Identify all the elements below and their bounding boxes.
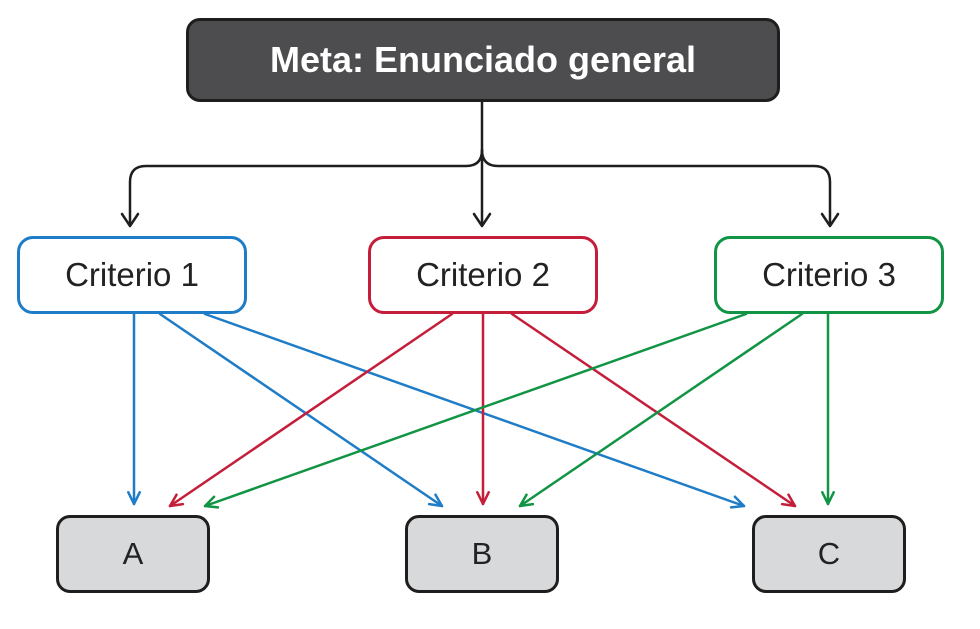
alternative-label: C bbox=[817, 536, 841, 571]
alternative-label: A bbox=[122, 536, 144, 571]
arrow-criterio-1-to-b bbox=[158, 312, 444, 508]
arrow-criterio-3-to-b bbox=[518, 312, 804, 508]
arrowhead-criterio-3-to-a bbox=[203, 495, 220, 509]
goal-stem-line bbox=[128, 100, 484, 226]
arrowhead-criterio-1-to-a bbox=[127, 491, 141, 506]
arrowhead-criterio-2-to-a bbox=[168, 493, 185, 508]
arrow-criterio-3-to-a bbox=[203, 312, 748, 508]
arrowhead-criterio-2-to-c bbox=[780, 493, 797, 508]
goal-to-criteria-connector bbox=[120, 100, 840, 228]
alternative-box-a: A bbox=[56, 515, 210, 593]
criterion-label: Criterio 3 bbox=[762, 256, 896, 293]
arrow-criterio-2-to-a bbox=[168, 312, 454, 508]
arrowhead-criterio-3-to-c bbox=[821, 491, 835, 506]
arrowhead-criterio-2 bbox=[472, 212, 492, 228]
criterion-label: Criterio 1 bbox=[65, 256, 199, 293]
goal-branch-line bbox=[480, 148, 832, 226]
criterion-box-1: Criterio 1 bbox=[17, 236, 247, 314]
alternative-box-b: B bbox=[405, 515, 559, 593]
arrow-criterio-2-to-c bbox=[510, 312, 797, 508]
alternative-box-c: C bbox=[752, 515, 906, 593]
arrowhead-criterio-2-to-b bbox=[476, 491, 490, 506]
arrowhead-criterio-1-to-c bbox=[729, 495, 746, 509]
criterion-label: Criterio 2 bbox=[416, 256, 550, 293]
criteria-to-alternatives-arrows bbox=[127, 312, 835, 509]
alternative-label: B bbox=[471, 536, 493, 571]
arrowhead-criterio-3-to-b bbox=[518, 493, 535, 508]
criterion-box-2: Criterio 2 bbox=[368, 236, 598, 314]
arrowhead-criterio-1 bbox=[120, 212, 140, 228]
goal-box: Meta: Enunciado general bbox=[186, 18, 780, 102]
criterion-box-3: Criterio 3 bbox=[714, 236, 944, 314]
goal-label: Meta: Enunciado general bbox=[269, 39, 697, 80]
arrowhead-criterio-1-to-b bbox=[427, 493, 444, 508]
arrowhead-criterio-3 bbox=[820, 212, 840, 228]
